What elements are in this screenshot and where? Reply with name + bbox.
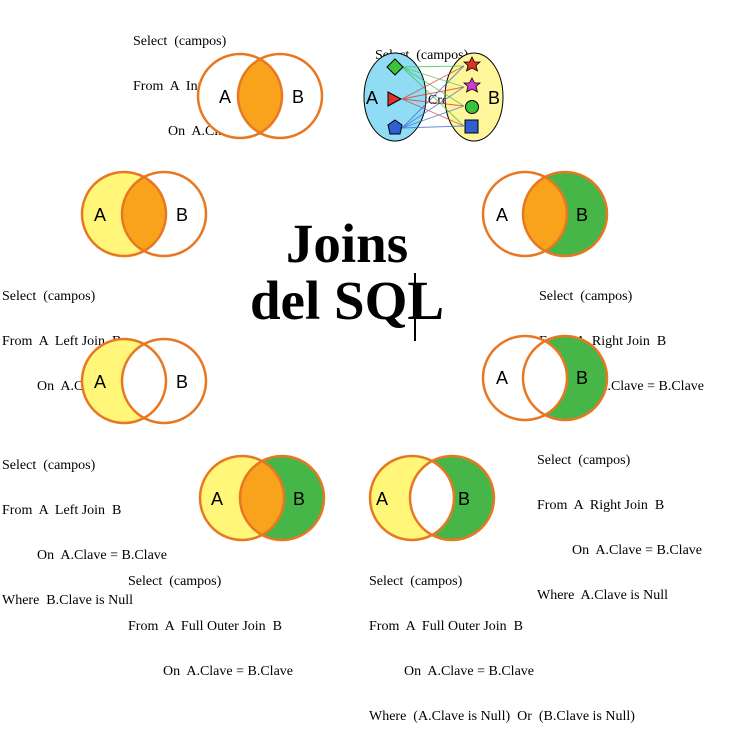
- set-b-label: B: [293, 489, 305, 509]
- sql-line: Select (campos): [133, 34, 227, 49]
- right-excluding-join-venn: A B: [481, 334, 609, 422]
- full-outer-join-sql: Select (campos) From A Full Outer Join B…: [128, 544, 293, 694]
- sql-line: Where B.Clave is Null: [2, 593, 134, 608]
- triangle-icon: [387, 91, 403, 107]
- set-b-label: B: [458, 489, 470, 509]
- sql-line: Select (campos): [369, 574, 463, 589]
- set-a-label: A: [366, 88, 378, 108]
- sql-line: On A.Clave = B.Clave: [369, 664, 534, 679]
- full-outer-excluding-join-sql: Select (campos) From A Full Outer Join B…: [369, 544, 635, 739]
- intersection-region: [238, 54, 282, 138]
- pentagon-icon: [387, 119, 403, 135]
- right-join-venn: A B: [481, 170, 609, 258]
- title-line-2: del SQL: [249, 270, 445, 331]
- sql-line: Select (campos): [128, 574, 222, 589]
- sql-line: From A Full Outer Join B: [128, 619, 283, 634]
- set-b-label: B: [176, 372, 188, 392]
- sql-line: From A Right Join B: [537, 498, 665, 513]
- cross-join-diagram: A B: [363, 52, 504, 142]
- page-title: Joins del SQL: [232, 215, 462, 329]
- intersection-region: [122, 172, 166, 256]
- sql-line: Where A.Clave is Null: [537, 588, 669, 603]
- magenta-star-icon: [462, 77, 482, 93]
- set-b-circle: [122, 339, 206, 423]
- intersection-region: [240, 456, 284, 540]
- set-b-label: B: [576, 368, 588, 388]
- right-excluding-join-sql: Select (campos) From A Right Join B On A…: [537, 423, 702, 618]
- sql-line: On A.Clave = B.Clave: [537, 543, 702, 558]
- sql-line: Select (campos): [2, 458, 96, 473]
- sql-line: Select (campos): [2, 289, 96, 304]
- intersection-region: [523, 172, 567, 256]
- intersection-region: [410, 456, 454, 540]
- square-icon: [464, 119, 479, 134]
- set-a-label: A: [94, 372, 106, 392]
- left-join-venn: A B: [80, 170, 208, 258]
- sql-line: From A Left Join B: [2, 503, 122, 518]
- set-b-ellipse: [444, 52, 504, 142]
- sql-line: Select (campos): [537, 453, 631, 468]
- set-b-label: B: [488, 88, 500, 108]
- set-b-label: B: [576, 205, 588, 225]
- sql-line: On A.Clave = B.Clave: [128, 664, 293, 679]
- circle-icon: [465, 100, 479, 114]
- set-a-label: A: [496, 368, 508, 388]
- left-excluding-join-venn: A B: [80, 337, 208, 425]
- title-line-1: Joins: [285, 213, 409, 274]
- text-cursor: [414, 273, 416, 341]
- sql-line: From A Left Join B: [2, 334, 122, 349]
- diamond-icon: [386, 58, 404, 76]
- set-b-label: B: [292, 87, 304, 107]
- set-a-label: A: [94, 205, 106, 225]
- full-outer-join-venn: A B: [198, 454, 326, 542]
- red-star-icon: [462, 56, 482, 72]
- inner-join-venn: A B: [196, 52, 324, 140]
- cross-product-lines: [401, 65, 465, 129]
- sql-line: Select (campos): [539, 289, 633, 304]
- set-a-label: A: [219, 87, 231, 107]
- set-a-label: A: [376, 489, 388, 509]
- right-join-sql: Select (campos) From A Right Join B On A…: [539, 259, 704, 409]
- sql-line: From A Full Outer Join B: [369, 619, 524, 634]
- set-a-label: A: [496, 205, 508, 225]
- set-b-label: B: [176, 205, 188, 225]
- full-outer-excluding-join-venn: A B: [368, 454, 496, 542]
- left-excluding-join-sql: Select (campos) From A Left Join B On A.…: [2, 428, 167, 623]
- sql-line: Where (A.Clave is Null) Or (B.Clave is N…: [369, 709, 635, 724]
- sql-line: On A.Clave = B.Clave: [2, 548, 167, 563]
- set-a-label: A: [211, 489, 223, 509]
